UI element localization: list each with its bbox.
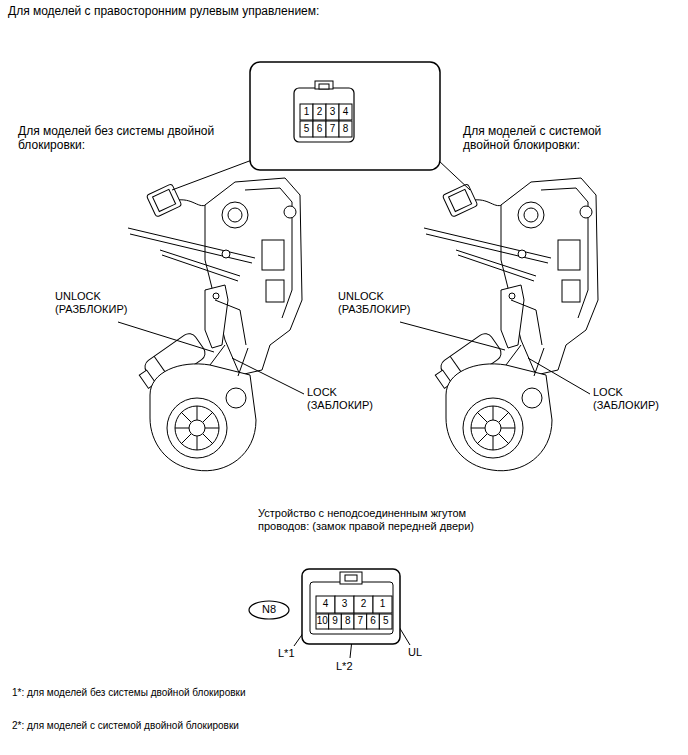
connector-code: N8 bbox=[248, 603, 290, 616]
connector-face bbox=[302, 569, 400, 644]
signal-name: UL bbox=[408, 646, 438, 659]
position-label: LOCK (ЗАБЛОКИР) bbox=[307, 386, 392, 412]
pin-number: 4 bbox=[316, 598, 336, 610]
leader-lines bbox=[118, 160, 590, 658]
pin-number: 6 bbox=[363, 615, 383, 627]
pin-number: 5 bbox=[297, 123, 317, 135]
pin-number: 7 bbox=[323, 123, 343, 135]
signal-name: L*1 bbox=[278, 647, 308, 660]
pin-number: 10 bbox=[312, 615, 332, 627]
connector-code-ellipse: N8 bbox=[248, 600, 290, 620]
door-lock-actuator bbox=[128, 178, 302, 471]
pin-number: 1 bbox=[373, 598, 393, 610]
pin-number: 9 bbox=[325, 615, 345, 627]
pin-number: 8 bbox=[338, 615, 358, 627]
position-label: UNLOCK (РАЗБЛОКИР) bbox=[55, 290, 140, 316]
pin-number: 4 bbox=[336, 106, 356, 118]
pin-number: 3 bbox=[335, 598, 355, 610]
position-label: LOCK (ЗАБЛОКИР) bbox=[593, 386, 678, 412]
page-title: Для моделей с правосторонним рулевым упр… bbox=[8, 4, 319, 18]
pin-number: 2 bbox=[310, 106, 330, 118]
pin-number: 5 bbox=[376, 615, 396, 627]
door-lock-actuator bbox=[424, 178, 598, 471]
footnote: 1*: для моделей без системы двойной блок… bbox=[12, 687, 612, 699]
pin-number: 2 bbox=[354, 598, 374, 610]
signal-name: L*2 bbox=[336, 660, 366, 673]
pin-number: 3 bbox=[323, 106, 343, 118]
pin-number: 8 bbox=[336, 123, 356, 135]
pin-number: 7 bbox=[350, 615, 370, 627]
variant-heading: Для моделей с системой двойной блокировк… bbox=[463, 124, 623, 153]
pin-number: 6 bbox=[310, 123, 330, 135]
connector-caption: Устройство с неподсоединенным жгутом про… bbox=[258, 507, 498, 533]
connector-inset bbox=[250, 62, 440, 170]
variant-heading: Для моделей без системы двойной блокиров… bbox=[18, 124, 233, 153]
pin-number: 1 bbox=[297, 106, 317, 118]
footnote: 2*: для моделей с системой двойной блоки… bbox=[12, 720, 612, 732]
position-label: UNLOCK (РАЗБЛОКИР) bbox=[338, 290, 423, 316]
